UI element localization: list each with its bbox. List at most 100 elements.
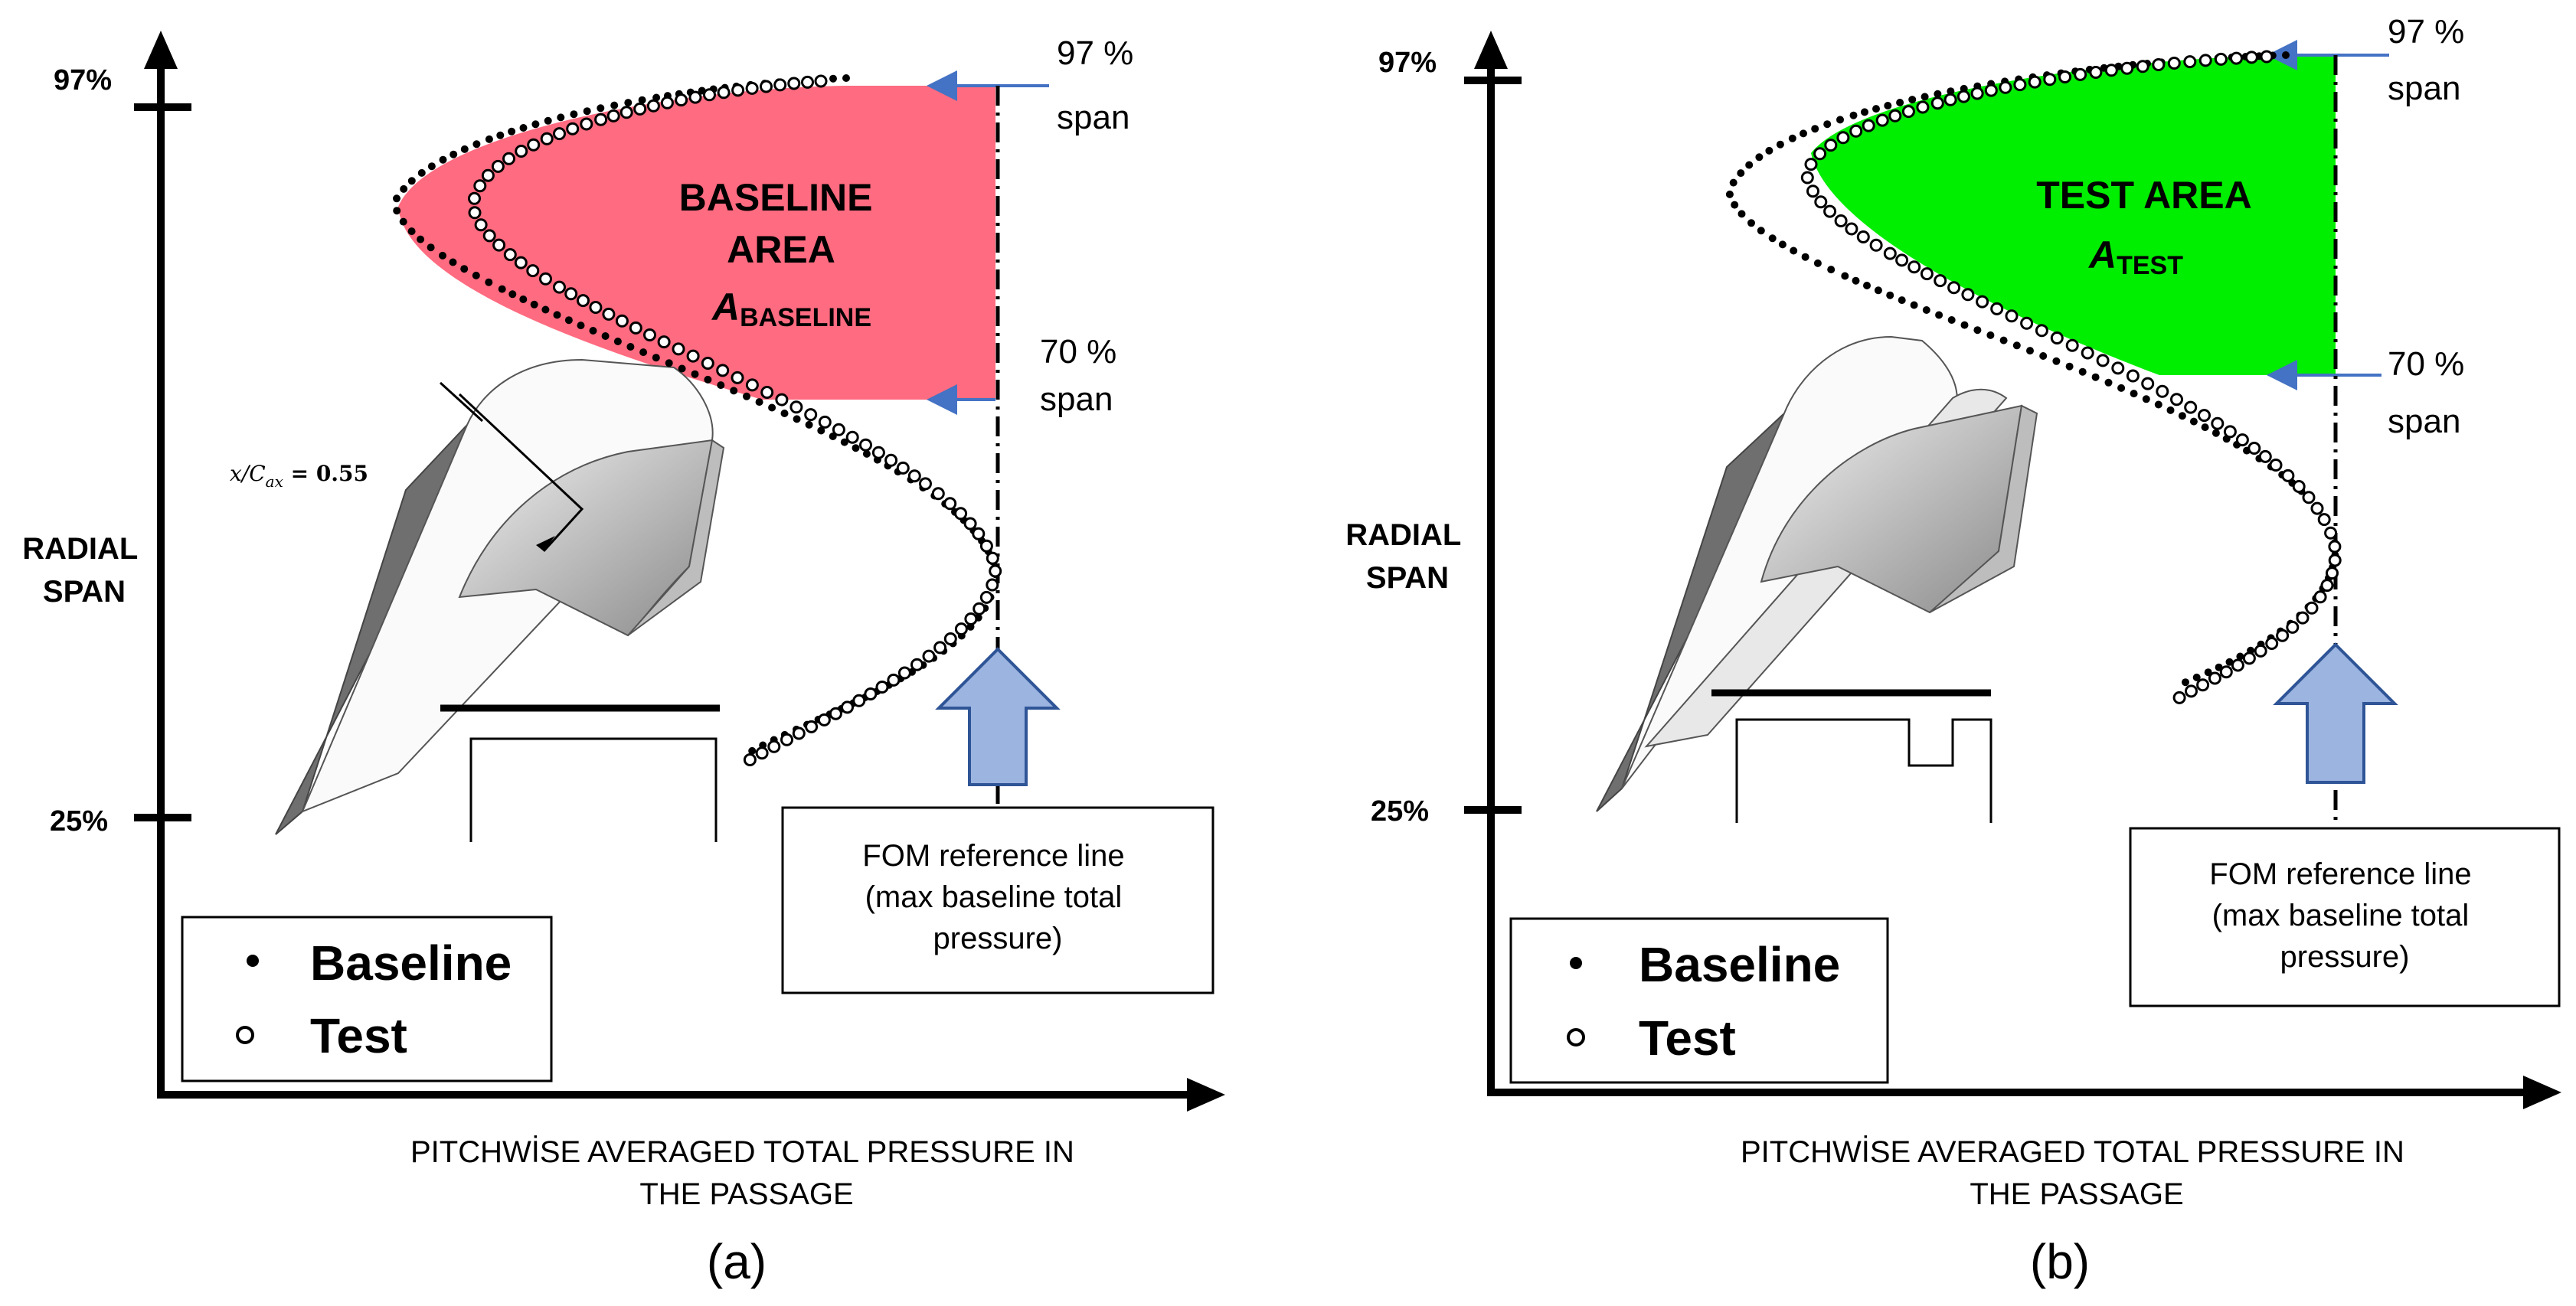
baseline-marker [1921, 93, 1929, 101]
test-marker [1804, 158, 1818, 171]
baseline-marker [2117, 384, 2126, 392]
test-marker [619, 106, 633, 119]
baseline-marker [704, 375, 712, 384]
test-profile-a [468, 74, 1002, 766]
baseline-marker [553, 311, 561, 319]
legend-a [181, 916, 553, 1082]
baseline-marker [519, 295, 528, 303]
baseline-marker [1861, 108, 1868, 116]
test-marker [2043, 73, 2057, 87]
test-marker [2126, 369, 2140, 383]
test-marker [760, 386, 774, 399]
span-top-label-a: 97 % span [1057, 34, 1143, 136]
baseline-marker [519, 124, 528, 132]
baseline-area-region [398, 86, 995, 400]
test-marker [907, 469, 921, 483]
test-marker [1875, 113, 1889, 127]
test-marker [2198, 54, 2212, 67]
test-marker [2185, 684, 2198, 698]
test-marker [2302, 491, 2316, 504]
test-marker [1845, 222, 1858, 236]
test-marker [1800, 171, 1814, 184]
baseline-marker [1827, 266, 1836, 274]
baseline-marker [417, 235, 425, 243]
test-marker [1895, 253, 1909, 267]
baseline-marker [1729, 178, 1737, 187]
test-marker [482, 229, 496, 243]
baseline-marker [2166, 406, 2175, 414]
test-marker [2170, 393, 2183, 406]
test-marker [2244, 51, 2258, 64]
baseline-marker [589, 327, 597, 335]
test-marker [979, 590, 993, 604]
baseline-marker [508, 127, 516, 135]
test-marker [804, 408, 818, 422]
test-marker [1883, 247, 1897, 260]
fom-arrow-a [935, 647, 1061, 786]
baseline-marker [449, 150, 458, 158]
test-marker [594, 113, 608, 126]
test-marker [2156, 384, 2169, 398]
baseline-marker [1999, 336, 2008, 344]
test-marker [801, 75, 814, 89]
baseline-marker [2065, 362, 2074, 371]
test-marker [2020, 316, 2034, 330]
baseline-marker [2212, 429, 2220, 437]
baseline-marker [2012, 341, 2021, 350]
baseline-marker [496, 131, 505, 139]
test-marker [743, 753, 757, 766]
test-marker [2183, 55, 2197, 69]
test-marker [1813, 147, 1827, 161]
test-marker [887, 673, 901, 687]
test-marker [2260, 50, 2274, 64]
baseline-marker [862, 449, 871, 458]
baseline-marker [1908, 96, 1917, 104]
test-marker [1836, 131, 1850, 145]
axes-a [134, 31, 1225, 1112]
test-profile-b [1800, 50, 2342, 704]
test-marker [2223, 425, 2237, 439]
baseline-marker [1898, 296, 1906, 305]
test-marker [2242, 651, 2256, 665]
test-marker [773, 78, 787, 92]
baseline-marker [1811, 125, 1819, 133]
test-marker [1916, 100, 1930, 114]
test-marker [2247, 442, 2261, 455]
baseline-marker [1922, 306, 1930, 314]
test-marker [1869, 238, 1883, 252]
test-marker [2235, 433, 2249, 447]
test-marker [2326, 566, 2339, 580]
test-marker [897, 666, 911, 680]
baseline-marker [1823, 120, 1832, 129]
test-marker [1957, 90, 1970, 103]
baseline-marker [1896, 99, 1904, 106]
test-marker [1984, 83, 1998, 97]
test-marker [2005, 309, 2019, 323]
test-marker [2111, 361, 2125, 375]
test-marker [2013, 78, 2027, 92]
test-marker [615, 314, 629, 328]
test-marker [2292, 480, 2306, 493]
baseline-marker [2201, 423, 2209, 432]
baseline-marker [1841, 272, 1849, 280]
baseline-marker [652, 354, 660, 362]
baseline-marker [730, 387, 738, 395]
baseline-marker [717, 381, 725, 390]
legend-b [1509, 917, 1889, 1084]
baseline-marker [2039, 352, 2048, 360]
test-marker [580, 117, 593, 131]
test-marker [745, 378, 759, 392]
baseline-marker [472, 140, 481, 149]
test-marker [1834, 214, 1848, 227]
test-marker [2050, 331, 2064, 344]
test-marker [731, 371, 744, 384]
section-label: x/Cax = 0.55 [230, 461, 368, 491]
baseline-marker [2078, 367, 2087, 376]
baseline-marker [840, 438, 848, 446]
legend-baseline-marker-b [1570, 957, 1582, 969]
test-marker [2035, 324, 2048, 338]
test-marker [859, 438, 872, 452]
baseline-marker [2178, 412, 2186, 420]
baseline-marker [449, 258, 457, 266]
